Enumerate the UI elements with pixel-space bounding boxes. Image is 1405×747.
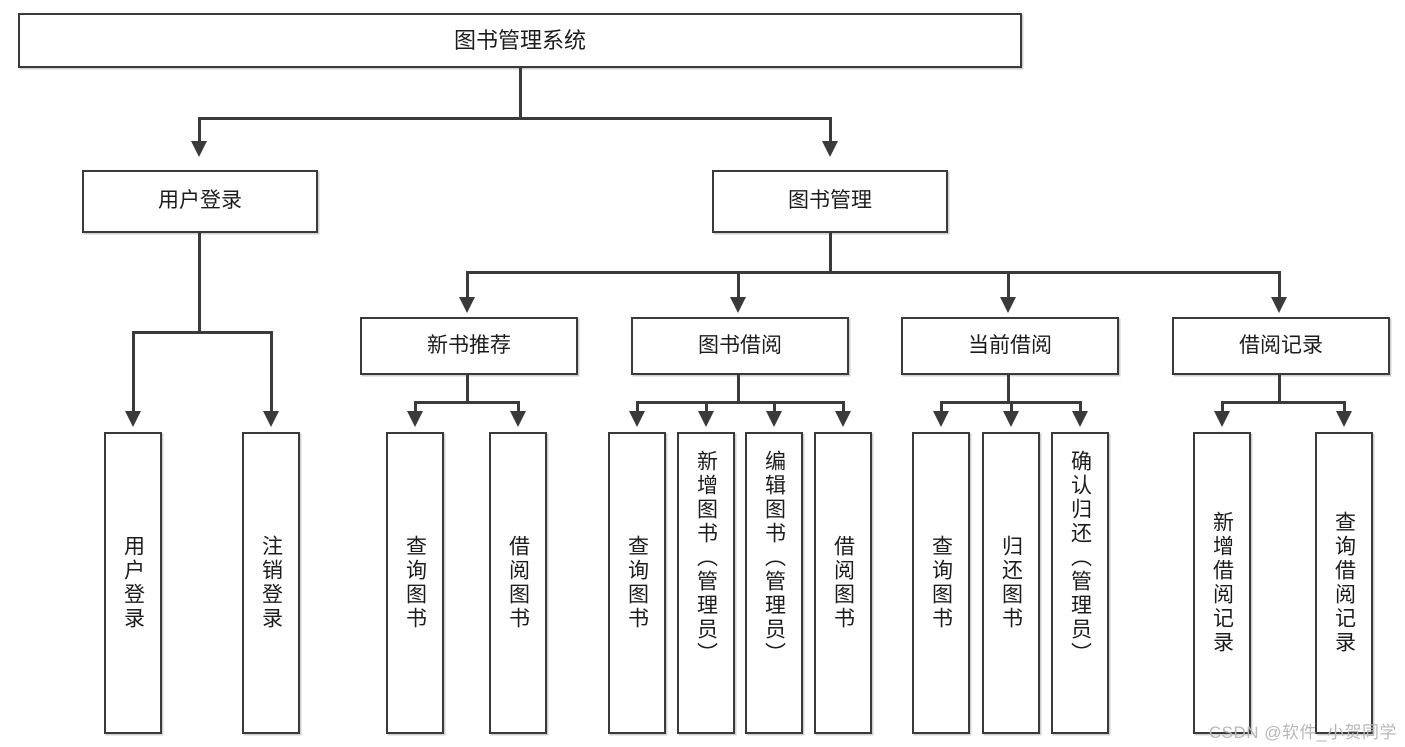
arrowhead-nb-leaf-2 [510,411,526,427]
connector-bb-to-leaf-2 [705,401,708,413]
connector-bm-to-current-borrow [1007,271,1010,299]
connector-cb-to-leaf-3 [1079,401,1082,413]
leaf-book-borrow-3[interactable]: 编辑图书（管理员） [745,432,803,734]
leaf-borrow-record-1[interactable]: 新增借阅记录 [1193,432,1251,734]
leaf-current-borrow-3[interactable]: 确认归还（管理员） [1051,432,1109,734]
arrowhead-user-login-leaf-2 [263,411,279,427]
arrowhead-cb-leaf-2 [1003,411,1019,427]
connector-current-borrow-stem [1007,375,1010,403]
node-label: 查询借阅记录 [1332,511,1356,655]
node-label: 归还图书 [999,535,1023,631]
node-book-management[interactable]: 图书管理 [712,170,948,233]
arrowhead-nb-leaf-1 [407,411,423,427]
arrowhead-bb-leaf-4 [835,411,851,427]
arrowhead-bm-book-borrow [730,297,746,313]
connector-bm-to-borrow-record [1278,271,1281,299]
node-label: 图书管理 [788,189,872,213]
node-label: 查询图书 [625,535,649,631]
connector-borrow-record-bus [1221,401,1345,404]
connector-bm-to-new-book [466,271,469,299]
arrowhead-cb-leaf-1 [933,411,949,427]
node-new-book-recommend[interactable]: 新书推荐 [360,317,578,375]
node-label: 新书推荐 [427,333,511,357]
connector-book-management-bus [466,271,1278,274]
connector-cb-to-leaf-2 [1010,401,1013,413]
node-root-book-management-system[interactable]: 图书管理系统 [18,13,1022,68]
connector-br-to-leaf-2 [1343,401,1346,413]
arrowhead-bm-borrow-record [1271,297,1287,313]
node-label: 查询图书 [403,535,427,631]
node-label: 图书借阅 [698,333,782,357]
connector-user-login-stem [198,233,201,333]
connector-root-to-book-management [829,117,832,143]
leaf-current-borrow-2[interactable]: 归还图书 [982,432,1040,734]
connector-root-bus [198,117,831,120]
connector-new-book-stem [466,375,469,403]
arrowhead-root-to-book-management [822,141,838,157]
connector-new-book-bus [414,401,519,404]
connector-borrow-record-stem [1278,375,1281,403]
node-label: 图书管理系统 [453,27,586,53]
connector-user-login-bus [132,331,270,334]
arrowhead-root-to-user-login [191,141,207,157]
node-label: 新增图书（管理员） [694,450,718,666]
node-label: 用户登录 [121,535,145,631]
leaf-borrow-record-2[interactable]: 查询借阅记录 [1315,432,1373,734]
node-user-login[interactable]: 用户登录 [82,170,318,233]
node-label: 借阅记录 [1239,333,1323,357]
leaf-user-login-2[interactable]: 注销登录 [242,432,300,734]
arrowhead-cb-leaf-3 [1072,411,1088,427]
leaf-new-book-1[interactable]: 查询图书 [386,432,444,734]
arrowhead-br-leaf-1 [1214,411,1230,427]
connector-book-borrow-bus [636,401,844,404]
connector-bm-to-book-borrow [737,271,740,299]
connector-book-management-stem [829,233,832,273]
connector-nb-to-leaf-2 [517,401,520,413]
connector-root-to-user-login [198,117,201,143]
node-label: 确认归还（管理员） [1068,450,1092,666]
arrowhead-bb-leaf-3 [766,411,782,427]
connector-root-stem [519,68,522,118]
arrowhead-bb-leaf-2 [698,411,714,427]
node-book-borrow[interactable]: 图书借阅 [631,317,849,375]
arrowhead-br-leaf-2 [1336,411,1352,427]
leaf-user-login-1[interactable]: 用户登录 [104,432,162,734]
connector-cb-to-leaf-1 [940,401,943,413]
node-label: 借阅图书 [831,535,855,631]
node-current-borrow[interactable]: 当前借阅 [901,317,1119,375]
leaf-book-borrow-4[interactable]: 借阅图书 [814,432,872,734]
leaf-book-borrow-1[interactable]: 查询图书 [608,432,666,734]
connector-user-login-to-leaf-1 [132,331,135,413]
arrowhead-bm-current-borrow [1000,297,1016,313]
node-label: 新增借阅记录 [1210,511,1234,655]
connector-nb-to-leaf-1 [414,401,417,413]
node-label: 用户登录 [158,189,242,213]
arrowhead-bb-leaf-1 [629,411,645,427]
arrowhead-user-login-leaf-1 [125,411,141,427]
watermark-text: CSDN @软件_小贺同学 [1208,723,1397,742]
leaf-new-book-2[interactable]: 借阅图书 [489,432,547,734]
leaf-book-borrow-2[interactable]: 新增图书（管理员） [677,432,735,734]
leaf-current-borrow-1[interactable]: 查询图书 [912,432,970,734]
node-label: 注销登录 [259,535,283,631]
arrowhead-bm-new-book [459,297,475,313]
connector-user-login-to-leaf-2 [270,331,273,413]
node-label: 编辑图书（管理员） [762,450,786,666]
node-label: 借阅图书 [506,535,530,631]
node-borrow-record[interactable]: 借阅记录 [1172,317,1390,375]
connector-bb-to-leaf-3 [773,401,776,413]
connector-book-borrow-stem [737,375,740,403]
node-label: 查询图书 [929,535,953,631]
connector-bb-to-leaf-4 [842,401,845,413]
node-label: 当前借阅 [968,333,1052,357]
connector-bb-to-leaf-1 [636,401,639,413]
connector-br-to-leaf-1 [1221,401,1224,413]
